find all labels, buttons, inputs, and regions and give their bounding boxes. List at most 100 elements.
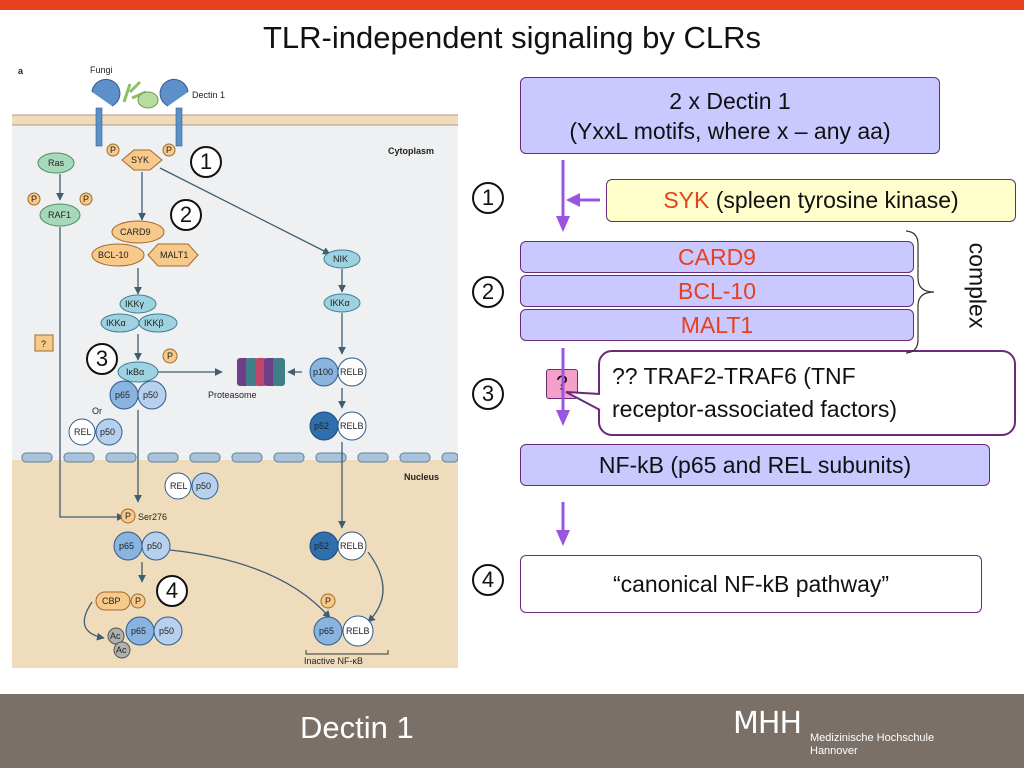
step-4-marker: 4: [472, 564, 504, 596]
svg-text:RAF1: RAF1: [48, 210, 71, 220]
syk-node: [121, 149, 163, 171]
proteasome-label: Proteasome: [208, 390, 257, 400]
logo-line-2: Hannover: [810, 745, 858, 757]
question-box: [34, 334, 54, 352]
figure-step-3-marker: 3: [86, 343, 118, 375]
accent-bar: [0, 0, 1024, 10]
card9-node: [111, 220, 165, 244]
dectin-box-line1: 2 x Dectin 1: [669, 87, 791, 114]
slide-title: TLR-independent signaling by CLRs: [262, 20, 761, 55]
cell-membrane: [12, 115, 458, 125]
pathway-figure-svg: Fungi Dectin 1 a Cytoplasm Nucleus P P R…: [12, 65, 458, 668]
svg-text:p65: p65: [115, 390, 130, 400]
svg-text:NIK: NIK: [333, 254, 348, 264]
card9-label: CARD9: [678, 243, 756, 270]
svg-text:REL: REL: [74, 427, 92, 437]
arrowhead: [556, 410, 570, 426]
raf1-node: [39, 203, 81, 227]
step-1-marker: 1: [472, 182, 504, 214]
canonical-label: “canonical NF-kB pathway”: [612, 570, 890, 597]
phospho-mark: [162, 143, 176, 157]
svg-text:CBP: CBP: [102, 596, 121, 606]
svg-text:RELB: RELB: [340, 421, 364, 431]
arrowhead: [556, 530, 570, 546]
svg-text:p52: p52: [314, 421, 329, 431]
syk-box: SYK (spleen tyrosine kinase): [606, 179, 1016, 222]
step-2-marker: 2: [472, 276, 504, 308]
syk-name: SYK: [663, 187, 710, 213]
card9-box: CARD9: [520, 241, 914, 273]
dectin1-receptors: [91, 78, 189, 147]
footer-bar: [0, 694, 1024, 768]
mhh-logo-text: Medizinische Hochschule Hannover: [810, 732, 934, 758]
svg-text:p50: p50: [100, 427, 115, 437]
svg-text:p65: p65: [319, 626, 334, 636]
svg-text:P: P: [135, 596, 141, 606]
ikk-beta-node: [138, 313, 178, 333]
svg-text:RELB: RELB: [340, 367, 364, 377]
figure-step-2-marker: 2: [170, 199, 202, 231]
svg-text:p52: p52: [314, 541, 329, 551]
ikk-gamma-node: [119, 294, 157, 314]
svg-text:BCL-10: BCL-10: [98, 250, 129, 260]
svg-text:IKKα: IKKα: [106, 318, 126, 328]
traf-line2: receptor-associated factors): [612, 396, 898, 422]
nfkb-label: NF-kB (p65 and REL subunits): [598, 451, 912, 478]
proteasome: [237, 358, 285, 386]
bcl10-box: BCL-10: [520, 275, 914, 307]
svg-text:p100: p100: [313, 367, 333, 377]
svg-text:IKKβ: IKKβ: [144, 318, 164, 328]
svg-text:P: P: [31, 194, 37, 204]
nik-node: [323, 249, 361, 269]
step-3-marker: 3: [472, 378, 504, 410]
svg-text:p50: p50: [147, 541, 162, 551]
footer-title: Dectin 1: [300, 710, 414, 745]
malt1-box: MALT1: [520, 309, 914, 341]
dectin-box-line2: (YxxL motifs, where x – any aa): [569, 117, 891, 144]
svg-text:IKKγ: IKKγ: [125, 299, 145, 309]
svg-text:p50: p50: [143, 390, 158, 400]
rel-node: [68, 418, 96, 446]
svg-text:IKKα: IKKα: [330, 298, 350, 308]
phospho-mark: [106, 143, 120, 157]
bcl10-node: [91, 243, 145, 267]
canonical-box: “canonical NF-kB pathway”: [520, 555, 982, 613]
ras-node: [37, 152, 75, 174]
bcl10-label: BCL-10: [678, 277, 756, 304]
nucleus-region: [12, 460, 458, 668]
svg-text:P: P: [325, 596, 331, 606]
svg-text:P: P: [83, 194, 89, 204]
svg-text:p50: p50: [159, 626, 174, 636]
cytoplasm-region: [12, 120, 458, 460]
svg-text:SYK: SYK: [131, 155, 149, 165]
fungi-label: Fungi: [90, 65, 113, 75]
svg-text:Ras: Ras: [48, 158, 65, 168]
arrowhead: [566, 193, 580, 207]
malt1-label: MALT1: [680, 311, 754, 338]
svg-text:Ac: Ac: [110, 631, 121, 641]
panel-letter: a: [18, 66, 24, 76]
svg-text:Or: Or: [92, 406, 102, 416]
cbp-node: [95, 591, 131, 611]
svg-text:REL: REL: [170, 481, 188, 491]
svg-text:p65: p65: [131, 626, 146, 636]
svg-text:RELB: RELB: [340, 541, 364, 551]
traf-line1: ?? TRAF2-TRAF6 (TNF: [612, 363, 856, 389]
traf-callout: ?? TRAF2-TRAF6 (TNF receptor-associated …: [598, 350, 1016, 436]
figure-step-1-marker: 1: [190, 146, 222, 178]
svg-text:CARD9: CARD9: [120, 227, 151, 237]
svg-text:MALT1: MALT1: [160, 250, 188, 260]
svg-text:P: P: [166, 145, 172, 155]
pathway-figure: Fungi Dectin 1 a Cytoplasm Nucleus P P R…: [12, 62, 458, 668]
mhh-logo: MHH: [733, 706, 802, 741]
nuclear-envelope: [21, 452, 458, 463]
question-badge: ?: [546, 369, 578, 399]
svg-text:p65: p65: [119, 541, 134, 551]
svg-text:IκBα: IκBα: [126, 367, 144, 377]
svg-text:p50: p50: [196, 481, 211, 491]
relb-node: [337, 357, 367, 387]
svg-text:P: P: [110, 145, 116, 155]
nfkb-box: NF-kB (p65 and REL subunits): [520, 444, 990, 486]
svg-text:RELB: RELB: [346, 626, 370, 636]
svg-text:Ac: Ac: [116, 645, 127, 655]
